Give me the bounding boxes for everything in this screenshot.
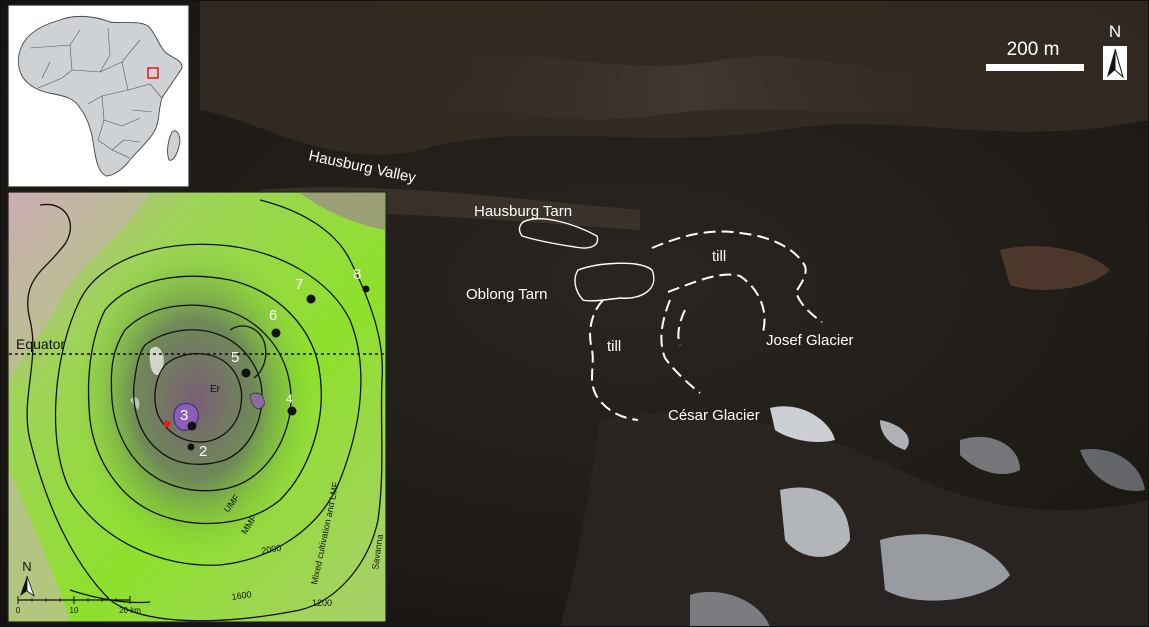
site-point-5 — [241, 368, 251, 378]
madagascar-outline — [167, 130, 181, 161]
africa-inset — [7, 4, 190, 188]
inset-scale-tick-0: 0 — [16, 606, 21, 615]
site-label-2: 2 — [199, 443, 207, 460]
summit-marker — [163, 420, 171, 428]
inset-scale-tick-10: 10 — [70, 606, 79, 615]
site-label-8: 8 — [353, 266, 361, 283]
till-boundary-mid — [667, 273, 766, 337]
till-boundary-lower — [660, 299, 701, 394]
locator-box — [147, 67, 159, 79]
site-label-7: 7 — [295, 276, 303, 293]
contour-label-2000: 2000 — [261, 543, 282, 556]
north-arrow: N — [1103, 22, 1127, 80]
scale-bar: 200 m — [986, 39, 1084, 71]
site-label-3: 3 — [180, 407, 188, 424]
label-till-upper: till — [712, 248, 726, 265]
contour-label-1600: 1600 — [231, 589, 252, 602]
site-label-6: 6 — [269, 307, 277, 324]
contour-lines — [26, 199, 384, 622]
till-boundary-inner — [677, 309, 686, 346]
site-label-5: 5 — [231, 349, 239, 366]
site-labels: 2 3 4 5 6 7 8 — [180, 266, 361, 460]
main-labels: Hausburg Valley Hausburg Tarn Oblong Tar… — [307, 147, 853, 424]
inset-north-arrow: N — [20, 559, 35, 598]
label-cesar-glacier: César Glacier — [668, 407, 760, 424]
site-point-3 — [187, 421, 197, 431]
label-josef-glacier: Josef Glacier — [766, 332, 854, 349]
africa-outline — [17, 15, 183, 177]
till-boundaries — [589, 230, 823, 421]
scale-bar-label: 200 m — [1007, 39, 1060, 60]
regional-inset: Equator UMF MMF Mixed cultivation and LM… — [7, 191, 387, 623]
equator-label: Equator — [16, 336, 65, 352]
north-arrow-label: N — [1109, 22, 1121, 41]
scale-bar-line — [986, 64, 1084, 71]
hausburg-tarn-outline — [518, 218, 599, 249]
summit-label: Er — [210, 384, 221, 395]
site-point-8 — [362, 285, 370, 293]
site-points — [187, 285, 370, 451]
inset-scale-tick-20: 20 km — [119, 606, 141, 615]
till-boundary-left — [589, 299, 639, 421]
site-point-7 — [306, 294, 316, 304]
site-point-6 — [271, 328, 281, 338]
label-hausburg-tarn: Hausburg Tarn — [474, 203, 572, 220]
inset-north-label: N — [22, 559, 31, 574]
site-label-4: 4 — [286, 392, 293, 406]
feature-outlines — [518, 218, 655, 302]
till-boundary-upper — [651, 230, 823, 323]
label-till-lower: till — [607, 338, 621, 355]
zone-label-savanna: Savanna — [370, 534, 385, 571]
label-oblong-tarn: Oblong Tarn — [466, 286, 547, 303]
oblong-tarn-outline — [574, 262, 655, 302]
site-point-2 — [187, 443, 195, 451]
contour-label-1200: 1200 — [312, 598, 332, 608]
site-point-4 — [287, 406, 297, 416]
inset-scale-bar: 0 10 20 km — [16, 596, 141, 615]
